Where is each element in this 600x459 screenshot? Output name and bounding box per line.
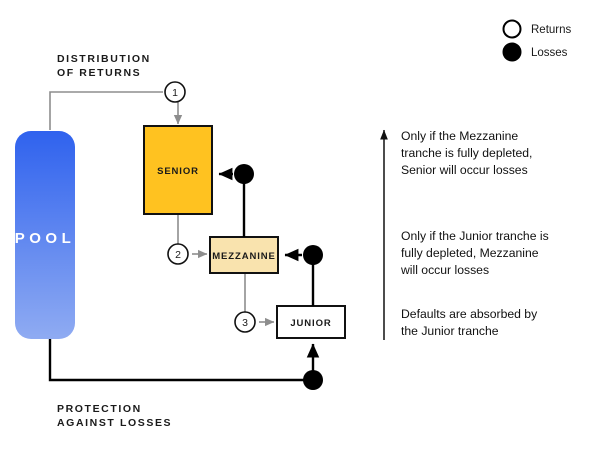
tranche-senior[interactable]: SENIOR	[143, 125, 213, 215]
note-senior-line-2: tranche is fully depleted,	[401, 146, 532, 160]
step-3-circle	[234, 311, 256, 333]
loss-dot-mezzanine	[303, 245, 323, 265]
legend-item-losses: Losses	[502, 42, 568, 62]
step-markers: 1 2 3	[164, 81, 256, 333]
senior-box	[143, 125, 213, 215]
tranche-mezzanine[interactable]: MEZZANINE	[209, 236, 279, 274]
note-junior-line-2: the Junior tranche	[401, 324, 499, 338]
mezzanine-box	[209, 236, 279, 274]
step-2-circle	[167, 243, 189, 265]
loss-pool-to-junior-dot	[48, 339, 313, 382]
step-3-number: 3	[242, 317, 248, 329]
caption-distribution-line1: DISTRIBUTION	[57, 53, 151, 65]
junior-box	[276, 305, 346, 339]
loss-dot-senior	[234, 164, 254, 184]
note-junior-line-1: Defaults are absorbed by	[401, 307, 538, 321]
note-mezzanine: Only if the Junior tranche is fully depl…	[400, 229, 549, 277]
caption-distribution-of-returns: DISTRIBUTION OF RETURNS	[57, 53, 151, 79]
caption-protection-line2: AGAINST LOSSES	[57, 417, 172, 429]
step-1-number: 1	[172, 87, 178, 99]
legend-label-returns: Returns	[531, 24, 572, 36]
note-junior: Defaults are absorbed by the Junior tran…	[401, 307, 538, 338]
step-2-number: 2	[175, 249, 181, 261]
step-marker-1[interactable]: 1	[164, 81, 186, 103]
pool-block[interactable]: POOL	[15, 131, 76, 339]
legend: Returns Losses	[502, 19, 572, 62]
caption-distribution-line2: OF RETURNS	[57, 67, 141, 79]
note-senior-line-1: Only if the Mezzanine	[401, 129, 518, 143]
loss-flow-paths	[48, 164, 323, 390]
junior-label: JUNIOR	[290, 318, 331, 329]
flow-pool-to-step1	[49, 91, 163, 130]
note-mezzanine-line-3: will occur losses	[400, 263, 489, 277]
note-mezzanine-line-1: Only if the Junior tranche is	[401, 229, 549, 243]
legend-item-returns: Returns	[502, 19, 572, 39]
note-senior-line-3: Senior will occur losses	[401, 163, 528, 177]
caption-protection-against-losses: PROTECTION AGAINST LOSSES	[57, 403, 172, 429]
note-senior: Only if the Mezzanine tranche is fully d…	[401, 129, 532, 177]
step-marker-3[interactable]: 3	[234, 311, 256, 333]
pool-shape	[15, 131, 75, 339]
step-marker-2[interactable]: 2	[167, 243, 189, 265]
mezzanine-label: MEZZANINE	[212, 251, 276, 262]
caption-protection-line1: PROTECTION	[57, 403, 142, 415]
hollow-circle-icon	[502, 19, 522, 39]
filled-circle-icon	[502, 42, 522, 62]
tranche-junior[interactable]: JUNIOR	[276, 305, 346, 339]
pool-label: POOL	[15, 230, 76, 247]
senior-label: SENIOR	[157, 166, 199, 177]
loss-dot-junior	[303, 370, 323, 390]
legend-label-losses: Losses	[531, 47, 568, 59]
note-mezzanine-line-2: fully depleted, Mezzanine	[401, 246, 539, 260]
step-1-circle	[164, 81, 186, 103]
